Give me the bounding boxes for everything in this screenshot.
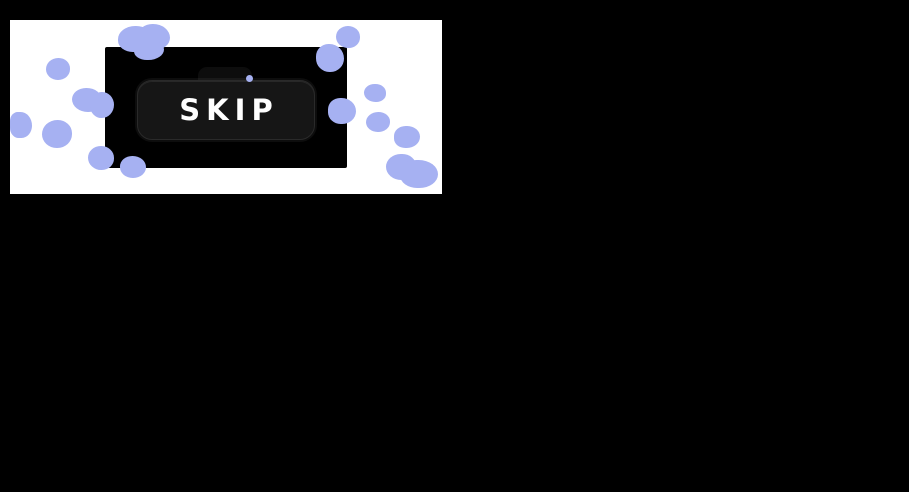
skip-button[interactable]: SKIP <box>137 80 315 140</box>
ink-blob <box>386 154 416 180</box>
ink-blob <box>400 160 438 188</box>
ink-blob <box>366 112 390 132</box>
skip-dialog: SKIP <box>105 47 347 168</box>
ink-blob <box>336 26 360 48</box>
drawing-canvas[interactable]: SKIP <box>10 20 442 194</box>
ink-blob <box>364 84 386 102</box>
dialog-tab <box>199 68 251 83</box>
ink-blob <box>394 126 420 148</box>
ink-blob <box>46 58 70 80</box>
ink-blob <box>72 88 102 112</box>
ink-blob <box>10 112 32 138</box>
ink-blob <box>42 120 72 148</box>
